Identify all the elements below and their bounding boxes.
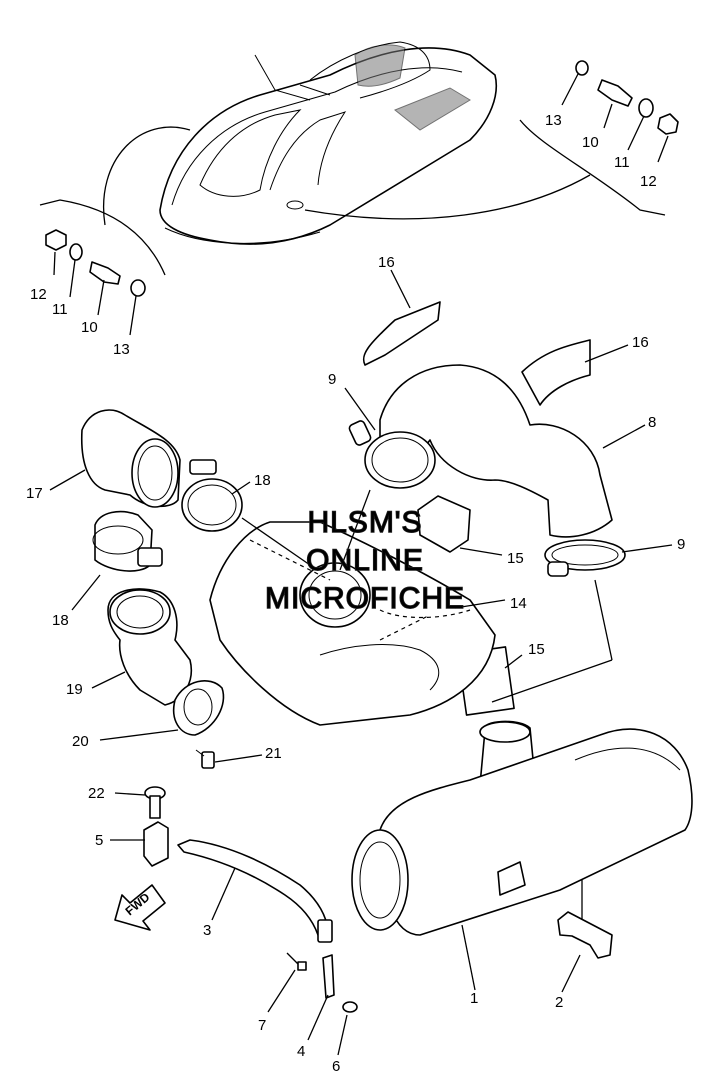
- plate-part-4: [322, 954, 335, 999]
- muffler-part-1: [351, 720, 693, 936]
- clamp-part-9-lower: [544, 539, 626, 577]
- callout-2: 2: [555, 994, 563, 1011]
- callout-12-right: 12: [640, 173, 657, 190]
- fastener-group-bracket-left: [39, 199, 166, 276]
- watermark: HLSM'S ONLINE MICROFICHE: [264, 505, 465, 615]
- mount-arrow-right: [304, 174, 591, 220]
- callout-5: 5: [95, 832, 103, 849]
- callout-10-right: 10: [582, 134, 599, 151]
- duct-part-8: [379, 364, 613, 538]
- callout-9-lower: 9: [677, 536, 685, 553]
- rivet-part-7: [286, 952, 307, 971]
- callout-11-right: 11: [614, 154, 630, 171]
- callout-11-left: 11: [52, 301, 68, 318]
- pad-part-16-lower: [521, 339, 591, 406]
- callout-21: 21: [265, 745, 282, 762]
- callout-3: 3: [203, 922, 211, 939]
- callout-15-upper: 15: [507, 550, 524, 567]
- callout-13-right: 13: [545, 112, 562, 129]
- clamp-part-9-upper: [348, 420, 436, 489]
- callout-9-upper: 9: [328, 371, 336, 388]
- callout-8: 8: [648, 414, 656, 431]
- clamp-part-18-upper: [181, 459, 243, 532]
- watercraft-illustration: [159, 41, 497, 245]
- callout-12-left: 12: [30, 286, 47, 303]
- callout-22: 22: [88, 785, 105, 802]
- bolt-part-21: [195, 749, 215, 769]
- watermark-line-1: HLSM'S: [307, 506, 422, 539]
- bracket-part-5: [143, 821, 169, 867]
- clip-part-2: [557, 911, 613, 959]
- pad-part-15-upper: [417, 495, 471, 553]
- fastener-group-bracket-right: [519, 119, 666, 216]
- callout-6: 6: [332, 1058, 340, 1075]
- callout-7: 7: [258, 1017, 266, 1034]
- callout-17: 17: [26, 485, 43, 502]
- watermark-line-3: MICROFICHE: [265, 582, 465, 615]
- callout-4: 4: [297, 1043, 305, 1060]
- bolt-part-22: [144, 786, 166, 819]
- gasket-part-20: [173, 680, 225, 736]
- strap-part-3: [177, 839, 329, 936]
- callout-16-lower: 16: [632, 334, 649, 351]
- clamp-part-18-lower: [92, 510, 163, 572]
- watermark-line-2: ONLINE: [306, 544, 424, 577]
- forward-direction-arrow: FWD: [114, 884, 166, 931]
- callout-14: 14: [510, 595, 527, 612]
- callout-18-lower: 18: [52, 612, 69, 629]
- fastener-set-left: [45, 229, 146, 297]
- callout-16-upper: 16: [378, 254, 395, 271]
- leader-lines: [49, 73, 673, 1056]
- callout-13-left: 13: [113, 341, 130, 358]
- callout-20: 20: [72, 733, 89, 750]
- callout-15-lower: 15: [528, 641, 545, 658]
- pad-part-16-upper: [362, 301, 441, 366]
- callout-18-upper: 18: [254, 472, 271, 489]
- callout-19: 19: [66, 681, 83, 698]
- callout-1: 1: [470, 990, 478, 1007]
- fastener-set-right: [575, 60, 679, 135]
- callout-labels: 12 11 10 13 13 10 11 12 16 16 9 8 9 17 1…: [26, 112, 685, 1075]
- callout-10-left: 10: [81, 319, 98, 336]
- washer-part-6: [342, 1001, 358, 1013]
- mount-arrow-left: [103, 126, 191, 226]
